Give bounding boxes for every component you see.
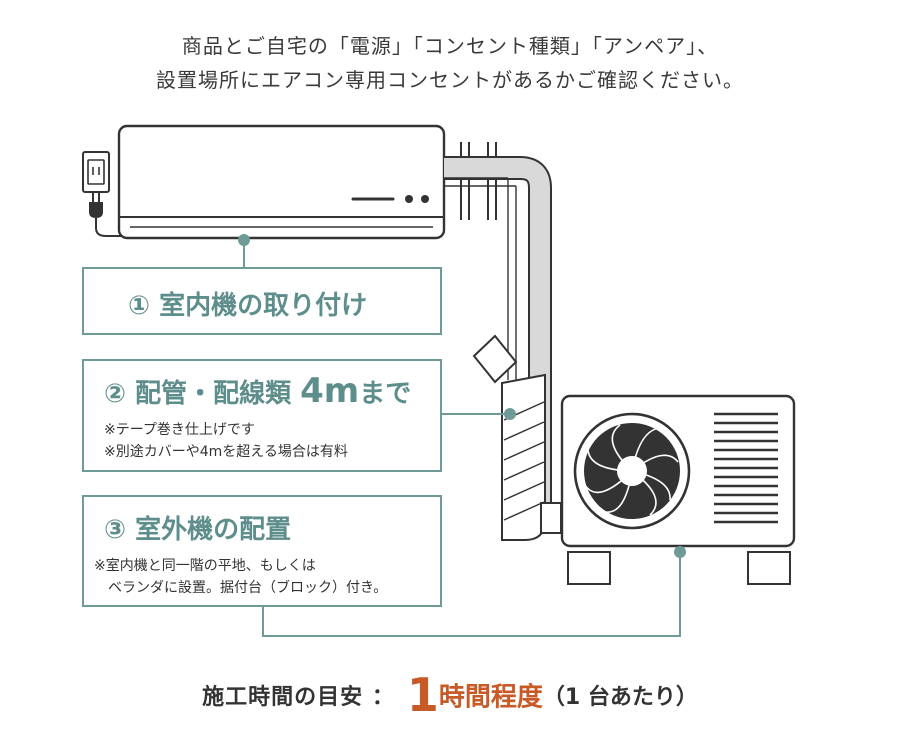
step-2-notes: ※テープ巻き仕上げです ※別途カバーや4mを超える場合は有料 xyxy=(104,419,348,463)
installation-time: 施工時間の目安 ： 1時間程度（1 台あたり） xyxy=(0,668,900,722)
step-2-title-tail: まで xyxy=(359,379,412,409)
step-3-notes: ※室内機と同一階の平地、もしくは ベランダに設置。据付台（ブロック）付き。 xyxy=(94,555,387,599)
intro-line-2: 設置場所にエアコン専用コンセントがあるかご確認ください。 xyxy=(156,68,744,92)
installation-time-unit: 時間程度 xyxy=(438,682,543,713)
wall-icon xyxy=(460,142,497,220)
step-2-note-2: ※別途カバーや4mを超える場合は有料 xyxy=(104,444,348,460)
step-2-title: ② 配管・配線類 4mまで xyxy=(104,371,411,411)
step-indoor-install: ① 室内機の取り付け xyxy=(82,267,442,335)
wall-outlet-icon xyxy=(82,151,110,193)
step-outdoor-placement: ③ 室外機の配置 ※室内機と同一階の平地、もしくは ベランダに設置。据付台（ブロ… xyxy=(82,495,442,607)
piping-connector-dot xyxy=(504,408,516,420)
step-3-title: ③ 室外機の配置 xyxy=(104,515,292,545)
fan-icon xyxy=(573,412,691,530)
step-2-title-length: 4m xyxy=(300,371,360,411)
installation-time-number: 1 xyxy=(406,668,439,722)
step-2-title-main: ② 配管・配線類 xyxy=(104,379,301,409)
intro-line-1: 商品とご自宅の「電源」「コンセント種類」「アンペア」、 xyxy=(181,34,719,58)
piping-icon xyxy=(444,156,562,541)
step-2-note-1: ※テープ巻き仕上げです xyxy=(104,422,255,438)
step-piping: ② 配管・配線類 4mまで ※テープ巻き仕上げです ※別途カバーや4mを超える場… xyxy=(82,359,442,472)
indoor-unit-icon xyxy=(117,124,446,240)
installation-time-per-unit: （1 台あたり） xyxy=(542,685,698,710)
step-1-title: ① 室内機の取り付け xyxy=(128,291,368,321)
step-3-note-2: ベランダに設置。据付台（ブロック）付き。 xyxy=(94,580,388,596)
outdoor-connector-dot xyxy=(674,546,686,558)
power-plug-icon xyxy=(89,193,122,237)
installation-time-label: 施工時間の目安 ： xyxy=(202,685,395,710)
indoor-connector-dot xyxy=(238,234,250,246)
step-3-note-1: ※室内機と同一階の平地、もしくは xyxy=(94,558,316,574)
